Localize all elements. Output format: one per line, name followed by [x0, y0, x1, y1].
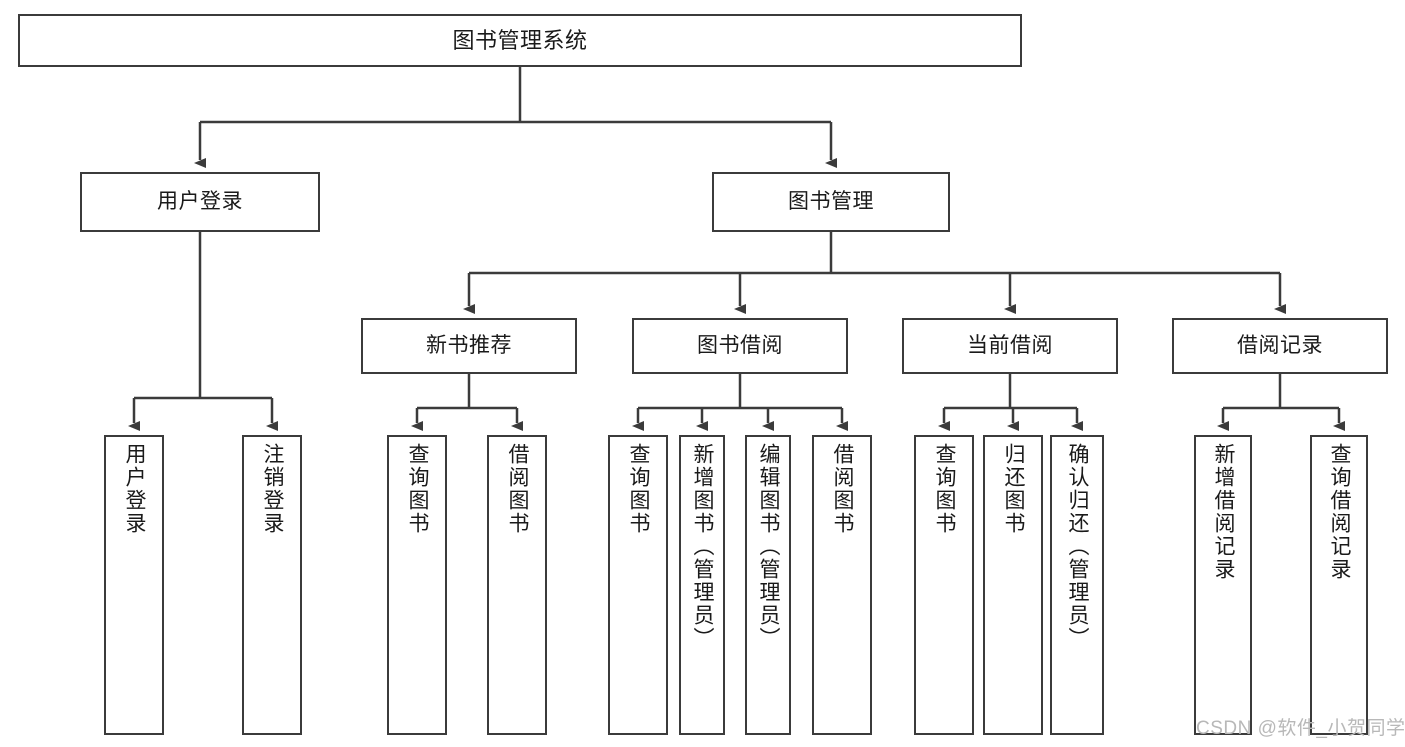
node-leaf-add-book-admin[interactable]: 新增图书（管理员） [679, 435, 725, 735]
node-leaf-query-book-rec[interactable]: 查询图书 [387, 435, 447, 735]
node-leaf-borrow-book-rec[interactable]: 借阅图书 [487, 435, 547, 735]
node-leaf-add-book-admin-label: 新增图书（管理员） [691, 443, 715, 650]
node-leaf-confirm-return-admin[interactable]: 确认归还（管理员） [1050, 435, 1104, 735]
node-leaf-query-borrow-record-label: 查询借阅记录 [1328, 443, 1352, 581]
node-leaf-edit-book-admin[interactable]: 编辑图书（管理员） [745, 435, 791, 735]
node-user-login[interactable]: 用户登录 [80, 172, 320, 232]
node-borrow-record-label: 借阅记录 [1237, 333, 1323, 357]
node-leaf-borrow-book-borrow-label: 借阅图书 [831, 443, 855, 535]
node-leaf-query-book-borrow-label: 查询图书 [627, 443, 651, 535]
node-user-login-label: 用户登录 [157, 189, 243, 213]
node-book-borrow[interactable]: 图书借阅 [632, 318, 848, 374]
node-leaf-borrow-book-rec-label: 借阅图书 [506, 443, 530, 535]
node-leaf-add-borrow-record-label: 新增借阅记录 [1212, 443, 1236, 581]
node-leaf-query-book-rec-label: 查询图书 [406, 443, 430, 535]
csdn-watermark: CSDN @软件_小贺同学 [1196, 718, 1405, 739]
node-leaf-query-book-current-label: 查询图书 [933, 443, 957, 535]
node-book-manage[interactable]: 图书管理 [712, 172, 950, 232]
node-leaf-logout-label: 注销登录 [261, 443, 285, 535]
node-leaf-add-borrow-record[interactable]: 新增借阅记录 [1194, 435, 1252, 735]
node-book-manage-label: 图书管理 [788, 189, 874, 213]
node-leaf-user-login-label: 用户登录 [123, 443, 147, 535]
node-leaf-return-book-label: 归还图书 [1002, 443, 1026, 535]
node-leaf-confirm-return-admin-label: 确认归还（管理员） [1066, 443, 1090, 650]
node-leaf-logout[interactable]: 注销登录 [242, 435, 302, 735]
node-root[interactable]: 图书管理系统 [18, 14, 1022, 67]
node-leaf-borrow-book-borrow[interactable]: 借阅图书 [812, 435, 872, 735]
node-leaf-user-login[interactable]: 用户登录 [104, 435, 164, 735]
node-current-borrow[interactable]: 当前借阅 [902, 318, 1118, 374]
node-leaf-return-book[interactable]: 归还图书 [983, 435, 1043, 735]
node-new-book-rec-label: 新书推荐 [426, 333, 512, 357]
node-current-borrow-label: 当前借阅 [967, 333, 1053, 357]
node-new-book-rec[interactable]: 新书推荐 [361, 318, 577, 374]
node-leaf-query-book-current[interactable]: 查询图书 [914, 435, 974, 735]
node-leaf-query-borrow-record[interactable]: 查询借阅记录 [1310, 435, 1368, 735]
node-borrow-record[interactable]: 借阅记录 [1172, 318, 1388, 374]
node-book-borrow-label: 图书借阅 [697, 333, 783, 357]
node-leaf-edit-book-admin-label: 编辑图书（管理员） [757, 443, 781, 650]
node-leaf-query-book-borrow[interactable]: 查询图书 [608, 435, 668, 735]
node-root-label: 图书管理系统 [452, 27, 588, 53]
